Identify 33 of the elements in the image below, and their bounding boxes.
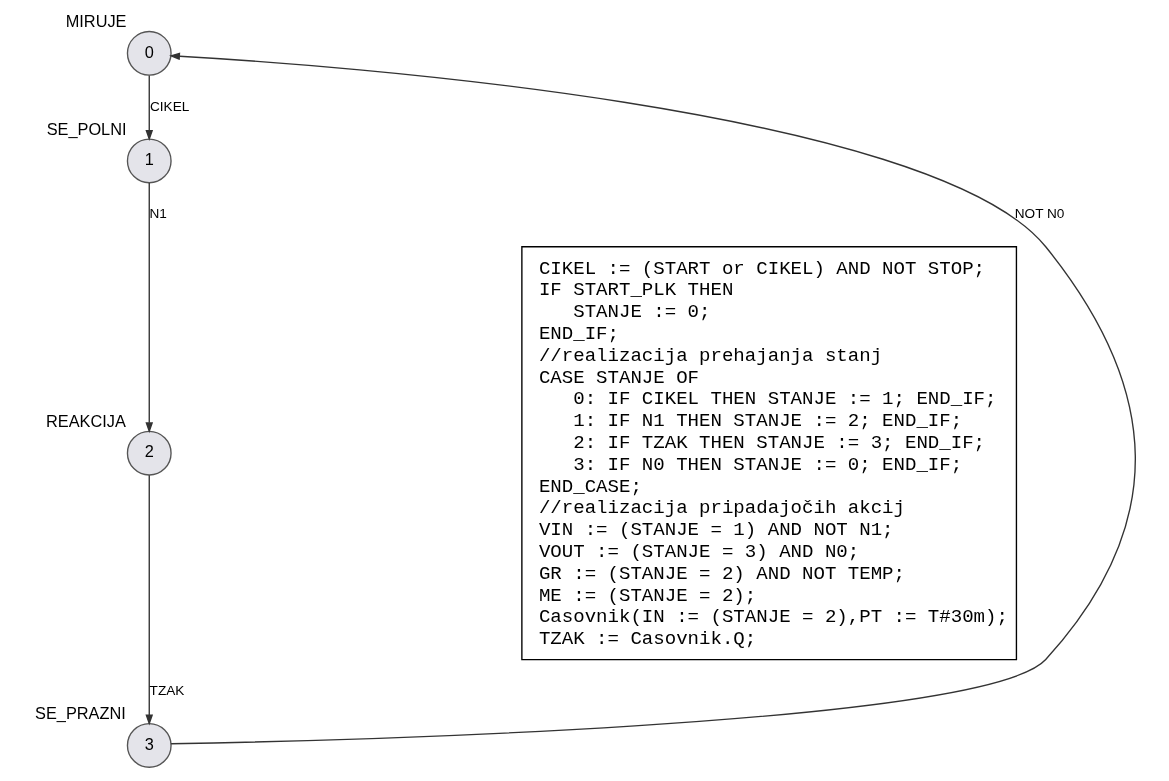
label: STANJE := 0; [573, 301, 711, 324]
node-label: MIRUJE [65, 11, 127, 30]
label: VOUT := (STANJE = 3) AND N0; [538, 540, 860, 563]
label: TZAK := Casovnik.Q; [538, 628, 757, 651]
label: 1: IF N1 THEN STANJE := 2; END_IF; [573, 410, 963, 433]
label: VIN := (STANJE = 1) AND NOT N1; [538, 519, 894, 542]
edge-label: CIKEL [150, 98, 190, 114]
arrow [169, 52, 1136, 745]
label: 3: IF N0 THEN STANJE := 0; END_IF; [573, 453, 963, 476]
edge-label: N1 [149, 206, 167, 222]
label: CIKEL := (START or CIKEL) AND NOT STOP; [538, 257, 986, 280]
node-circle: 0 [126, 30, 172, 76]
label: Casovnik(IN := (STANJE = 2),PT := T#30m); [538, 606, 1008, 629]
label: //realizacija pripadajočih akcij [538, 497, 905, 520]
arrow [145, 182, 154, 434]
arrow [145, 474, 154, 726]
node-circle: 2 [126, 430, 172, 476]
label: END_IF; [538, 323, 619, 345]
label: CASE STANJE OF [538, 366, 700, 389]
node-circle: 1 [126, 138, 172, 184]
label: //realizacija prehajanja stanj [538, 344, 883, 367]
label: ME := (STANJE = 2); [538, 584, 757, 607]
node-label: REAKCIJA [45, 411, 126, 430]
arrow [145, 74, 154, 141]
label: END_CASE; [538, 475, 642, 498]
node-label: SE_PRAZNI [35, 703, 126, 722]
label: 2: IF TZAK THEN STANJE := 3; END_IF; [573, 431, 986, 454]
label: IF START_PLK THEN [538, 279, 734, 302]
node-label: SE_POLNI [46, 119, 127, 138]
node-circle: 3 [126, 722, 172, 768]
label: 0: IF CIKEL THEN STANJE := 1; END_IF; [573, 388, 997, 411]
label: GR := (STANJE = 2) AND NOT TEMP; [538, 562, 905, 585]
edge-label: NOT N0 [1014, 206, 1065, 222]
